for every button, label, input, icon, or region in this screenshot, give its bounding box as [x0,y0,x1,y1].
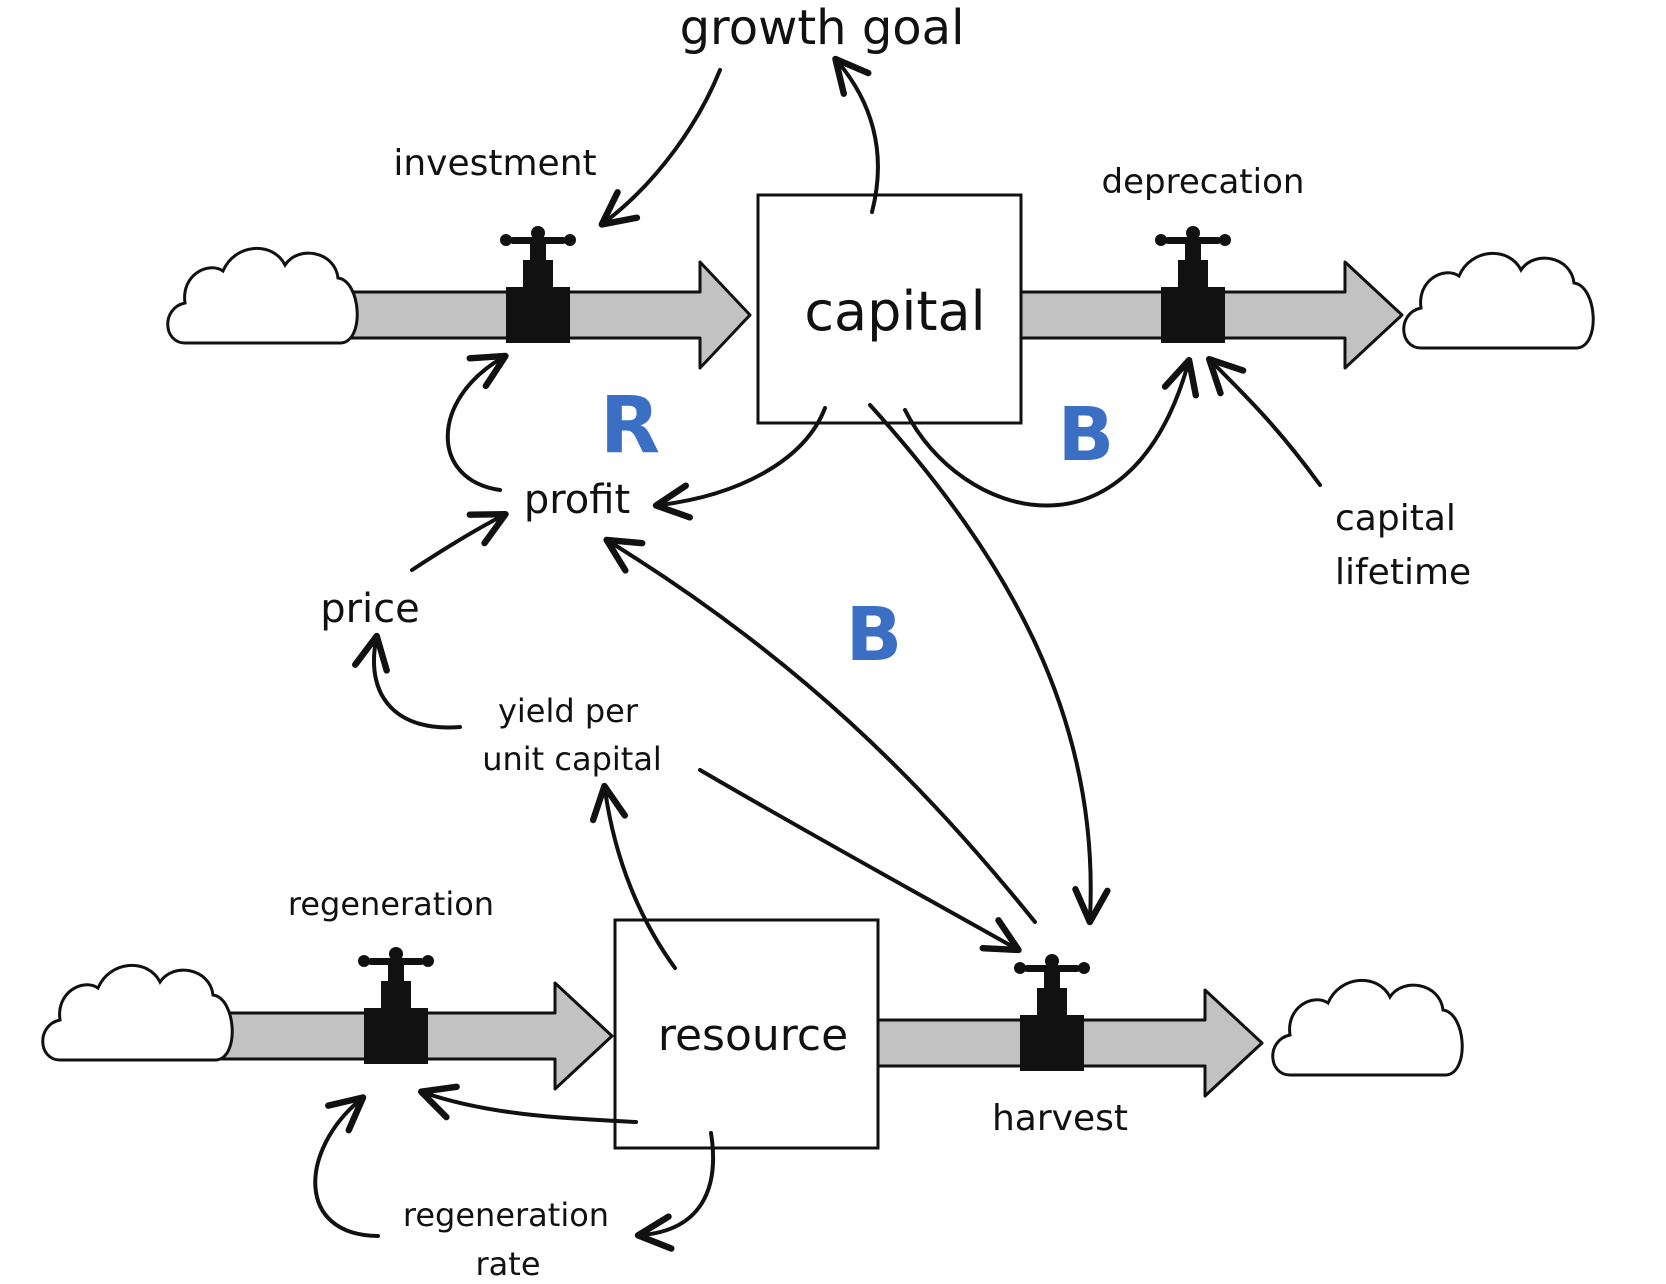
link-harvest-to-profit [603,536,1037,924]
capital-stock-box [756,193,1023,425]
causal-links [313,55,1322,1252]
harvest-valve-icon [1014,954,1090,1071]
balancing-loop-label-capital: B [1058,392,1114,478]
link-resource-to-regen-rate [634,1131,716,1252]
link-capital-to-growth-goal [832,55,880,214]
harvest-label: harvest [992,1098,1128,1139]
price-label: price [320,586,420,632]
link-resource-to-yield [589,782,677,970]
link-profit-to-investment [445,352,509,492]
link-price-to-profit [410,510,509,572]
link-lifetime-to-deprecation [1205,355,1322,487]
balancing-loop-label-harvest: B [846,592,902,678]
link-capital-to-harvest [868,403,1111,926]
resource-stock-box [613,918,880,1150]
capital-lifetime-label-line1: capital [1335,498,1456,539]
growth-goal-label: growth goal [680,0,965,56]
source-cloud-icon [166,246,359,345]
link-regen-rate-to-regeneration [313,1094,380,1238]
link-growth-goal-to-investment [598,68,722,228]
link-yield-to-price [352,632,462,730]
regen-rate-label-line1: regeneration [403,1196,609,1234]
yield-label-line1: yield per [498,692,639,730]
yield-label-line2: unit capital [482,740,662,778]
deprecation-valve-icon [1155,226,1231,343]
capital-lifetime-label-line2: lifetime [1335,552,1471,593]
regeneration-valve-icon [358,947,434,1064]
link-capital-to-deprecation [903,356,1199,508]
sink-cloud-icon [1271,978,1464,1077]
link-resource-to-regeneration [418,1083,638,1124]
profit-label: profit [524,477,630,523]
regeneration-label: regeneration [288,885,494,923]
source-cloud-icon [41,963,234,1062]
reinforcing-loop-label: R [600,381,660,471]
investment-valve-icon [500,226,576,343]
regen-rate-label-line2: rate [476,1245,541,1283]
capital-label: capital [804,280,985,343]
resource-label: resource [658,1010,848,1061]
deprecation-label: deprecation [1102,162,1305,202]
sink-cloud-icon [1402,251,1595,350]
link-capital-to-profit [652,406,827,521]
link-yield-to-harvest [698,768,1022,954]
investment-label: investment [393,143,596,184]
